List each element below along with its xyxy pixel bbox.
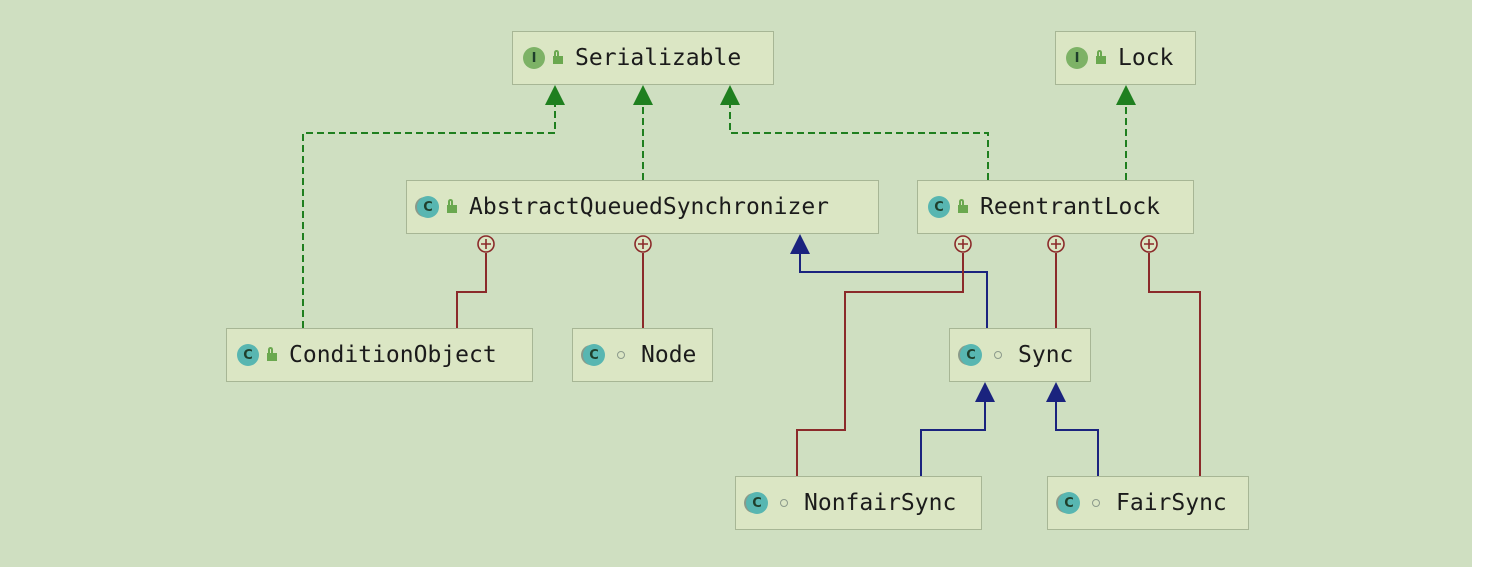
class-icon: C	[237, 344, 259, 366]
arrowhead-sync-left	[975, 382, 995, 402]
inner-class-marker-aqs-left	[477, 235, 495, 253]
arrowhead-serializable-right	[720, 85, 740, 105]
edge-sync-extends-aqs	[799, 254, 988, 328]
inner-class-marker-reentrantlock-right	[1140, 235, 1158, 253]
public-lock-icon	[267, 347, 277, 361]
node-label: FairSync	[1116, 489, 1227, 516]
inner-class-marker-reentrantlock-left	[954, 235, 972, 253]
node-label: ReentrantLock	[980, 193, 1161, 220]
package-private-icon	[994, 351, 1002, 359]
arrowhead-serializable-center	[633, 85, 653, 105]
abstract-static-class-icon: C	[960, 344, 982, 366]
node-label: Sync	[1018, 341, 1074, 368]
package-private-icon	[617, 351, 625, 359]
node-conditionobject[interactable]: C ConditionObject	[226, 328, 533, 382]
node-abstractqueuedsynchronizer[interactable]: C AbstractQueuedSynchronizer	[406, 180, 879, 234]
static-class-icon: C	[1058, 492, 1080, 514]
node-fairsync[interactable]: C FairSync	[1047, 476, 1249, 530]
interface-icon: I	[523, 47, 545, 69]
node-label: Lock	[1118, 44, 1174, 71]
arrowhead-aqs	[790, 234, 810, 254]
edge-conditionobject-implements-serializable	[302, 103, 556, 328]
page-margin	[1472, 0, 1497, 567]
node-serializable[interactable]: I Serializable	[512, 31, 774, 85]
static-class-icon: C	[746, 492, 768, 514]
edge-fairsync-innerclass-reentrantlock	[1148, 253, 1201, 476]
interface-icon: I	[1066, 47, 1088, 69]
arrowhead-lock	[1116, 85, 1136, 105]
node-lock[interactable]: I Lock	[1055, 31, 1196, 85]
edge-reentrantlock-implements-serializable	[729, 103, 989, 180]
inner-class-marker-reentrantlock-center	[1047, 235, 1065, 253]
abstract-class-icon: C	[417, 196, 439, 218]
arrowhead-serializable-left	[545, 85, 565, 105]
node-node[interactable]: C Node	[572, 328, 713, 382]
package-private-icon	[1092, 499, 1100, 507]
node-label: ConditionObject	[289, 341, 497, 368]
edge-conditionobject-innerclass-aqs	[456, 253, 487, 328]
node-reentrantlock[interactable]: C ReentrantLock	[917, 180, 1194, 234]
node-label: Node	[641, 341, 697, 368]
class-icon: C	[928, 196, 950, 218]
node-label: AbstractQueuedSynchronizer	[469, 193, 830, 220]
edge-fairsync-extends-sync	[1055, 402, 1099, 476]
node-nonfairsync[interactable]: C NonfairSync	[735, 476, 982, 530]
public-lock-icon	[447, 199, 457, 213]
public-lock-icon	[1096, 50, 1106, 64]
edge-nonfairsync-innerclass-reentrantlock	[796, 253, 964, 476]
package-private-icon	[780, 499, 788, 507]
inner-class-marker-aqs-right	[634, 235, 652, 253]
node-label: NonfairSync	[804, 489, 957, 516]
public-lock-icon	[553, 50, 563, 64]
edge-nonfairsync-extends-sync	[920, 402, 986, 476]
node-label: Serializable	[575, 44, 742, 71]
static-class-icon: C	[583, 344, 605, 366]
arrowhead-sync-right	[1046, 382, 1066, 402]
public-lock-icon	[958, 199, 968, 213]
node-sync[interactable]: C Sync	[949, 328, 1091, 382]
